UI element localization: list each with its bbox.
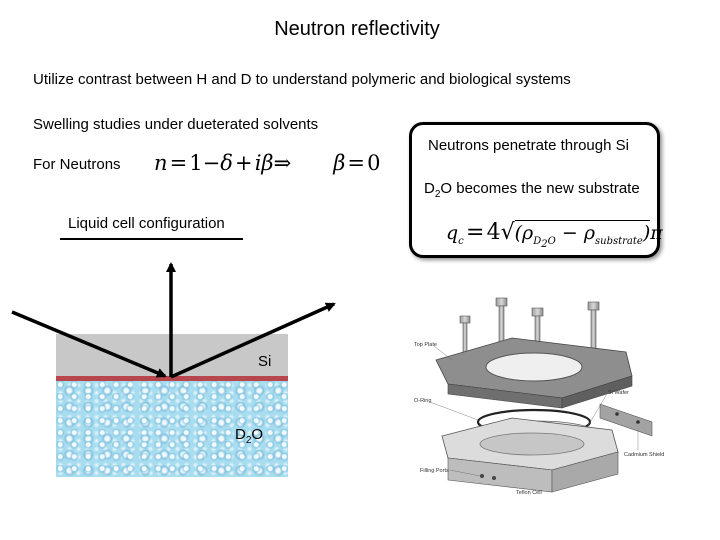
contrast-statement: Utilize contrast between H and D to unde… [33,71,571,88]
label-cadmium-shield: Cadmium Shield [624,452,664,458]
top-plate [435,337,633,409]
liquid-cell-underline [60,238,243,240]
label-top-plate: Top Plate [414,342,437,348]
swelling-statement: Swelling studies under dueterated solven… [33,116,319,133]
d2o-o: O [251,426,264,443]
refractive-index-equation: n = 1−δ + iβ⇒ β = 0 [154,151,381,175]
callout-sub: 2 [434,189,441,200]
callout-box [409,122,660,258]
callout-d: D [424,180,435,197]
label-teflon-cell: Teflon Cell [516,490,542,496]
d2o-d: D [235,426,246,443]
d2o-sub: 2 [245,435,252,446]
d2o-label: D2O [235,426,263,446]
slide-title: Neutron reflectivity [274,18,440,40]
callout-penetrate-text: Neutrons penetrate through Si [428,137,629,154]
callout-substrate-text: D2O becomes the new substrate [424,180,640,200]
si-label: Si [258,353,272,370]
liquid-cell-exploded-view: Top Plate O-Ring Si Wafer Filling Ports … [414,297,664,496]
incident-ray [11,310,167,378]
label-filling-ports: Filling Ports [420,468,449,474]
cadmium-shield [599,403,653,437]
teflon-cell [441,417,619,493]
label-si-wafer: Si Wafer [608,390,629,396]
callout-suffix: O becomes the new substrate [440,180,640,197]
critical-q-equation: qc = 4√(ρD2O − ρsubstrate)π [446,220,663,250]
label-o-ring: O-Ring [414,398,431,404]
si-d2o-interface [56,376,288,381]
for-neutrons-label: For Neutrons [33,156,121,173]
reflected-ray [170,302,336,379]
liquid-cell-label: Liquid cell configuration [68,215,225,232]
d2o-layer [56,381,288,477]
